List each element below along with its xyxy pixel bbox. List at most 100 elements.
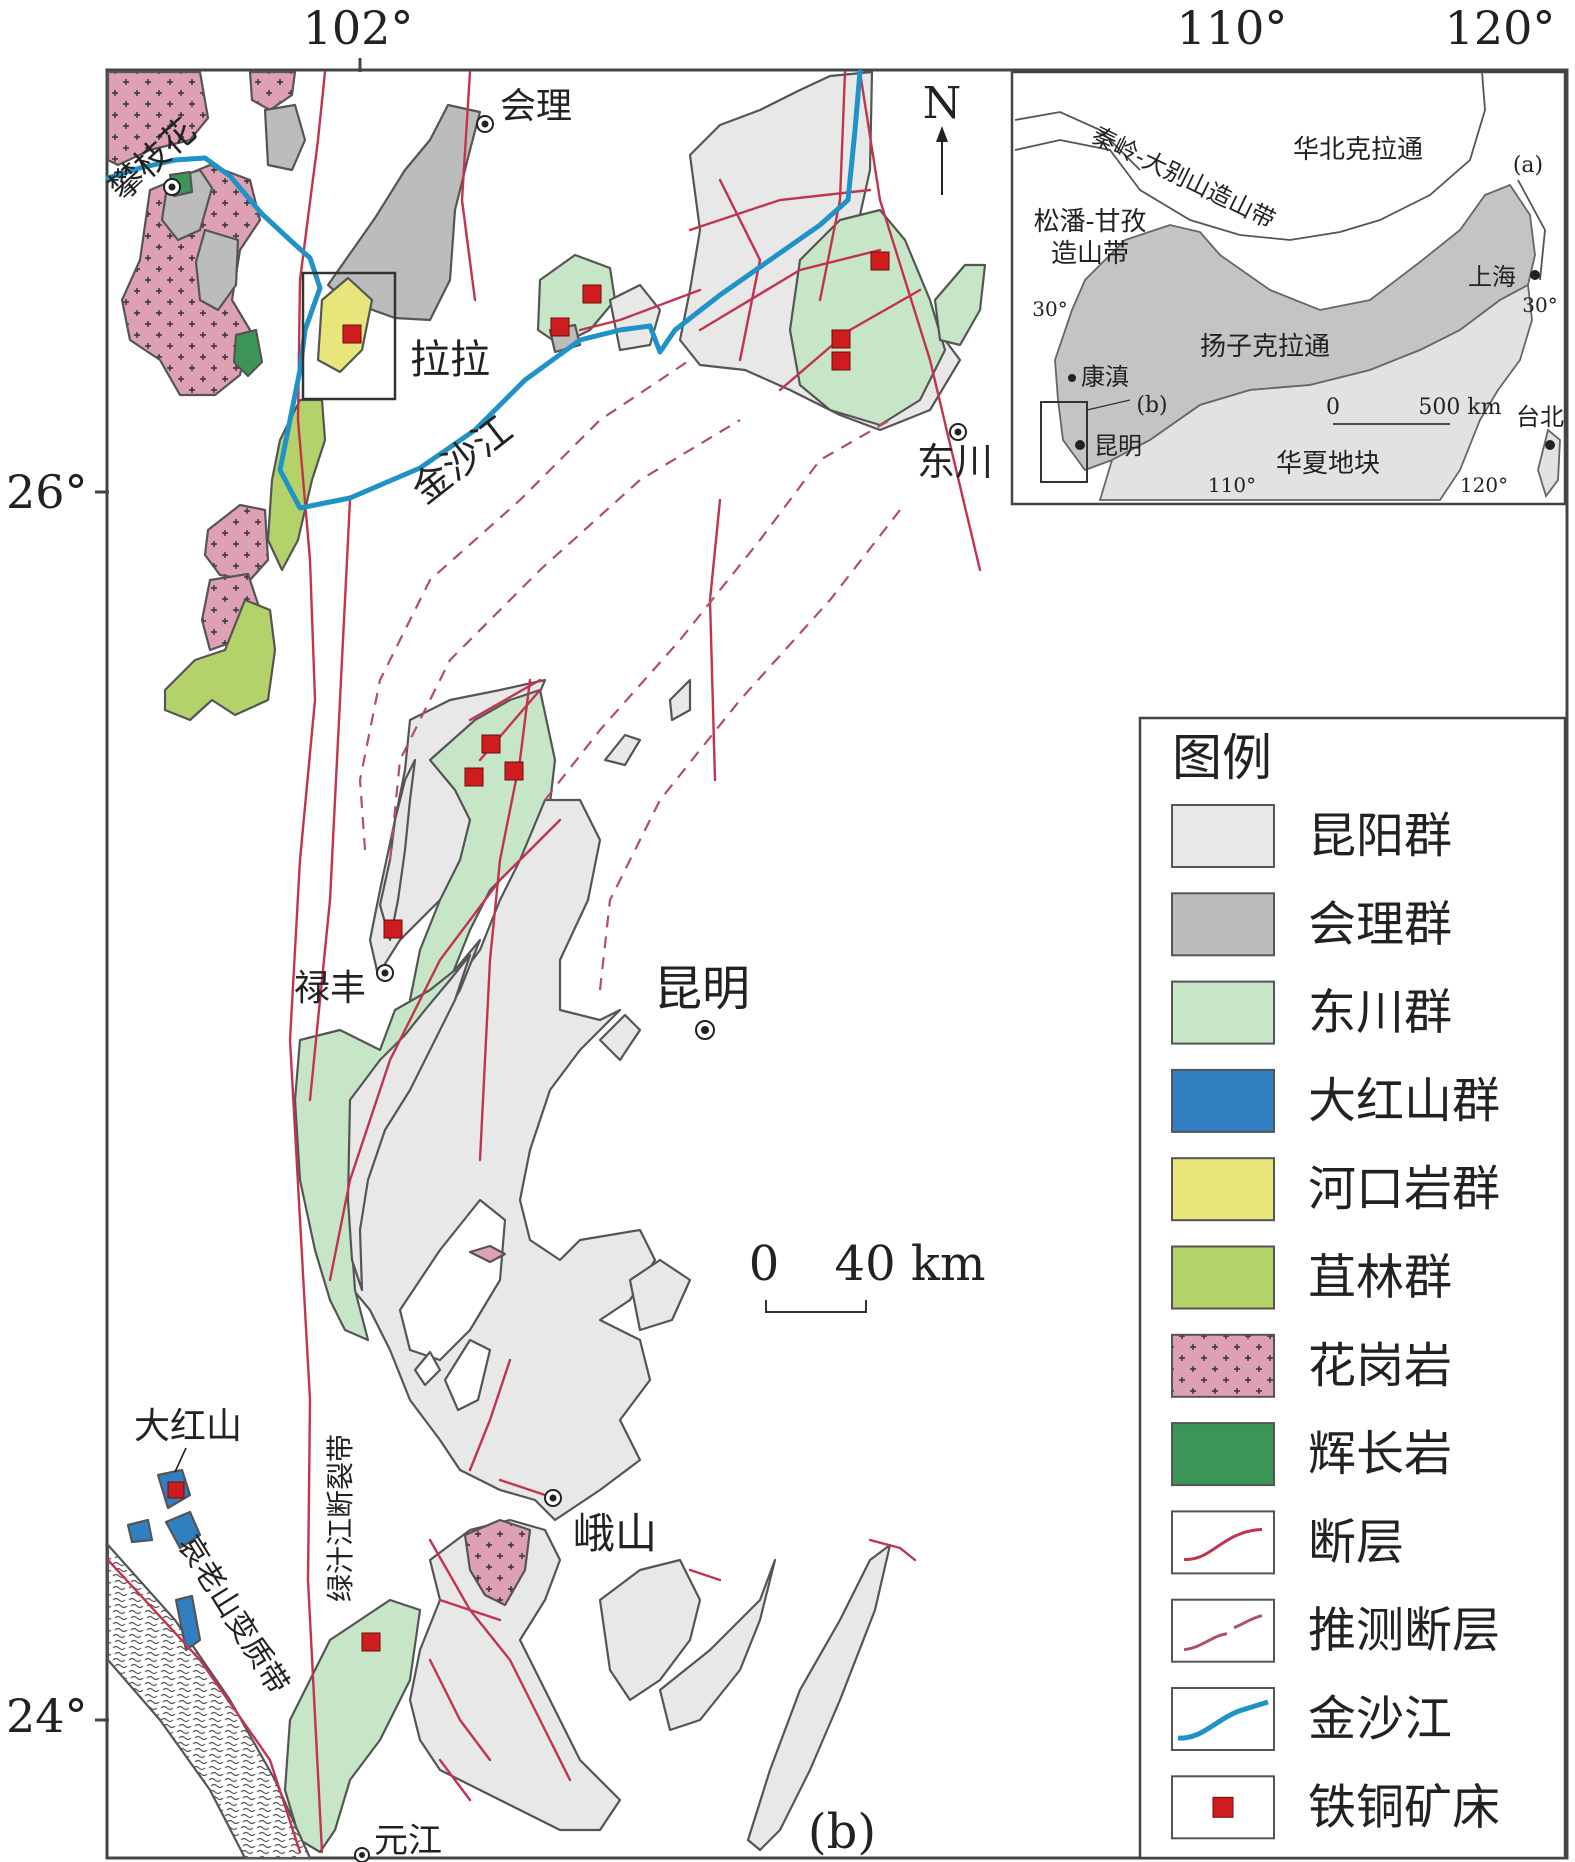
legend-label-granite: 花岗岩	[1308, 1338, 1452, 1394]
legend-item-hekou: 河口岩群	[1171, 1157, 1500, 1222]
inset-label-a: (a)	[1513, 153, 1543, 178]
fault-dongchuan-branch-4	[818, 70, 847, 302]
inferred-fault-3	[544, 419, 891, 801]
dongchuan-east-lobe	[933, 263, 987, 347]
kunyang-eshan-southeast	[658, 1558, 777, 1732]
inset-study-box	[1040, 401, 1088, 483]
label-lufeng: 禄丰	[294, 968, 366, 1009]
dahongshan-2	[164, 1510, 202, 1550]
inset-lon-120: 120°	[1460, 473, 1508, 497]
legend-item-dahongshan: 大红山群	[1171, 1068, 1500, 1133]
inset-qinling-line	[1014, 111, 1141, 171]
gabbro-panzhihua	[232, 328, 264, 378]
inset-lon-110: 110°	[1208, 473, 1256, 497]
legend-swatch-julin	[1171, 1245, 1275, 1310]
dahongshan-leader	[174, 1447, 187, 1473]
inset-cathaysia-label: 华夏地块	[1276, 449, 1380, 479]
fault-eshan-4	[428, 1658, 492, 1762]
legend-item-julin: 苴林群	[1171, 1245, 1452, 1310]
dahongshan-3	[126, 1518, 154, 1544]
legend-label-dongchuan: 东川群	[1308, 985, 1452, 1041]
inset-marker-kangdian	[1068, 374, 1076, 382]
label-lala: 拉拉	[410, 337, 490, 383]
granite-panzhihua-north	[106, 70, 210, 167]
label-dahongshan: 大红山	[134, 1406, 242, 1447]
legend-swatch-inferred_fault	[1171, 1598, 1275, 1663]
legend-inferred-fault-line-2	[1233, 1614, 1263, 1630]
inferred-fault-4	[598, 509, 901, 991]
huili-panzhihua-core	[194, 228, 240, 312]
inset-songpan-2: 造山带	[1051, 239, 1129, 269]
legend-swatch-huili	[1171, 892, 1275, 957]
deposit-lufeng-2	[464, 767, 484, 787]
legend-swatch-granite	[1171, 1333, 1275, 1398]
legend-fault-line	[1183, 1527, 1263, 1561]
inset-marker-taipei	[1545, 440, 1555, 450]
legend-swatch-kunyang	[1171, 804, 1275, 868]
inset-cathaysia	[1098, 283, 1533, 501]
legend-item-gabbro: 辉长岩	[1171, 1422, 1452, 1487]
legend-swatch-hekou	[1171, 1157, 1275, 1222]
inset-kangdian: 康滇	[1081, 363, 1129, 391]
fault-dongchuan-branch-2	[698, 248, 882, 332]
graticule-ticks	[95, 58, 362, 1722]
legend-item-fault: 断层	[1171, 1510, 1404, 1575]
legend-swatch-gabbro	[1171, 1422, 1275, 1487]
deposit-dongchuan-3	[831, 351, 851, 371]
legend-label-julin: 苴林群	[1308, 1250, 1452, 1306]
inset-shanghai: 上海	[1468, 263, 1516, 291]
fault-ailaoshan	[106, 1558, 302, 1854]
north-arrow: N	[923, 78, 961, 195]
inlier-white-2	[443, 1338, 492, 1412]
julin-south	[163, 598, 277, 722]
legend-label-huili: 会理群	[1308, 896, 1452, 952]
city-markers	[163, 115, 967, 1862]
granite-panzhihua-center	[120, 163, 262, 397]
copper-iron-deposits	[167, 251, 890, 1652]
legend-inferred-fault-line-1	[1183, 1632, 1228, 1652]
lala-study-box	[301, 271, 397, 401]
legend-item-kunyang: 昆阳群	[1171, 804, 1452, 868]
legend-swatch-dahongshan	[1171, 1068, 1275, 1133]
graticule-labels: 102° 110° 120° 26° 24°	[6, 1, 1555, 1743]
lat-label-24: 24°	[6, 1689, 88, 1743]
inlier-white-3	[413, 1350, 442, 1387]
huili-strip-north	[263, 103, 307, 172]
fault-dongchuan-branch-6	[578, 288, 702, 332]
inferred-faults	[358, 359, 901, 991]
lon-label-102: 102°	[303, 1, 414, 55]
fault-central-3	[468, 678, 542, 722]
deposit-lala	[342, 324, 362, 344]
legend: 图例 昆阳群会理群东川群大红山群河口岩群苴林群花岗岩辉长岩断层推测断层金沙江铁铜…	[1138, 716, 1567, 1860]
fault-dongchuan-branch-5	[718, 178, 762, 362]
legend-deposit-marker	[1212, 1796, 1234, 1818]
legend-item-granite: 花岗岩	[1171, 1333, 1452, 1398]
inset-scale-distance: 500 km	[1418, 395, 1501, 420]
inset-north-china: 华北克拉通	[1293, 135, 1423, 165]
fault-lvzhijiang-east	[308, 498, 352, 1102]
legend-item-inferred_fault: 推测断层	[1171, 1598, 1500, 1663]
deposit-lufeng-3	[504, 761, 524, 781]
legend-item-dongchuan: 东川群	[1171, 980, 1452, 1045]
fault-north-central	[460, 70, 477, 302]
scale-bar: 0 40 km	[749, 1236, 985, 1313]
deposit-center-1	[582, 284, 602, 304]
deposit-dongchuan-2	[831, 329, 851, 349]
fault-central-5	[468, 1358, 512, 1472]
legend-label-kunyang: 昆阳群	[1308, 808, 1452, 864]
inferred-fault-1	[358, 359, 691, 851]
legend-label-dahongshan: 大红山群	[1308, 1073, 1500, 1129]
fault-eshan-5	[438, 1758, 472, 1802]
granite-strip-middle	[203, 503, 270, 582]
legend-river-line	[1177, 1699, 1269, 1741]
inset-coast	[1517, 179, 1546, 281]
fault-east-small	[688, 1568, 722, 1582]
inset-marker-shanghai	[1530, 270, 1540, 280]
legend-label-gabbro: 辉长岩	[1308, 1426, 1452, 1482]
legend-label-fault: 断层	[1308, 1514, 1404, 1570]
deposit-lufeng-4	[383, 919, 403, 939]
legend-item-huili: 会理群	[1171, 892, 1452, 957]
lon-label-110: 110°	[1177, 1, 1288, 55]
